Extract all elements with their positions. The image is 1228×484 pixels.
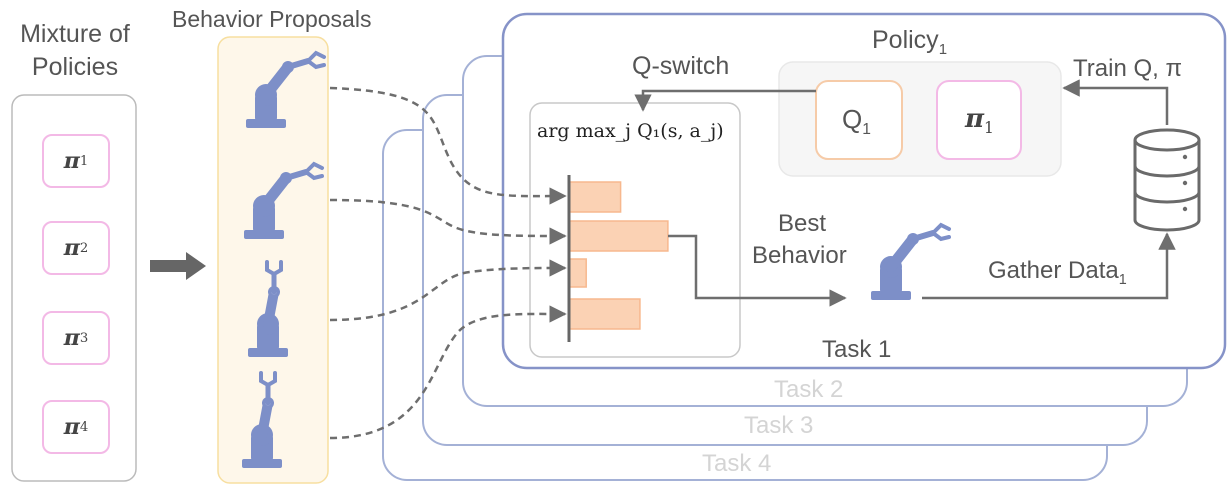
pi1-label: π1	[965, 104, 994, 138]
qswitch-arrow	[634, 89, 816, 112]
q-value-bar-2	[568, 220, 669, 252]
mixture-title-line2: Policies	[31, 53, 119, 81]
q1-box	[815, 80, 903, 160]
behavior-proposals-title: Behavior Proposals	[172, 6, 372, 32]
pi1-box	[936, 80, 1022, 160]
train-arrow	[1062, 79, 1169, 125]
q-value-bar-4	[568, 298, 641, 330]
gather-data-label: Gather Data1	[988, 257, 1127, 288]
q-value-bar-1	[568, 181, 622, 213]
proposal-arrow-3	[329, 259, 567, 322]
q1-label: Q1	[842, 104, 871, 139]
task-1-label: Task 1	[822, 336, 892, 363]
policy-title: Policy1	[872, 26, 948, 58]
qswitch-label: Q-switch	[632, 52, 730, 80]
mixture-title-line1: Mixture of	[20, 20, 130, 48]
mixture-to-proposals-arrow	[150, 252, 206, 280]
gather-data-arrow	[922, 232, 1176, 300]
behavior-proposals-column	[217, 36, 329, 484]
task-2-label: Task 2	[774, 376, 844, 403]
task-4-label: Task 4	[702, 450, 772, 477]
proposal-arrow-1	[329, 86, 567, 205]
train-label: Train Q, π	[1073, 55, 1183, 82]
mixture-box	[11, 94, 137, 482]
best-behavior-arrow	[668, 234, 847, 307]
proposal-arrow-4	[329, 305, 567, 440]
q-value-bar-3	[568, 258, 587, 288]
task-3-label: Task 3	[744, 412, 814, 439]
best-behavior-line1: Best	[778, 210, 827, 237]
proposal-arrow-2	[329, 198, 567, 245]
best-behavior-line2: Behavior	[752, 242, 847, 269]
qswitch-formula: arg max_j Q₁(s, a_j)	[537, 120, 724, 142]
database-icon	[1133, 128, 1201, 232]
